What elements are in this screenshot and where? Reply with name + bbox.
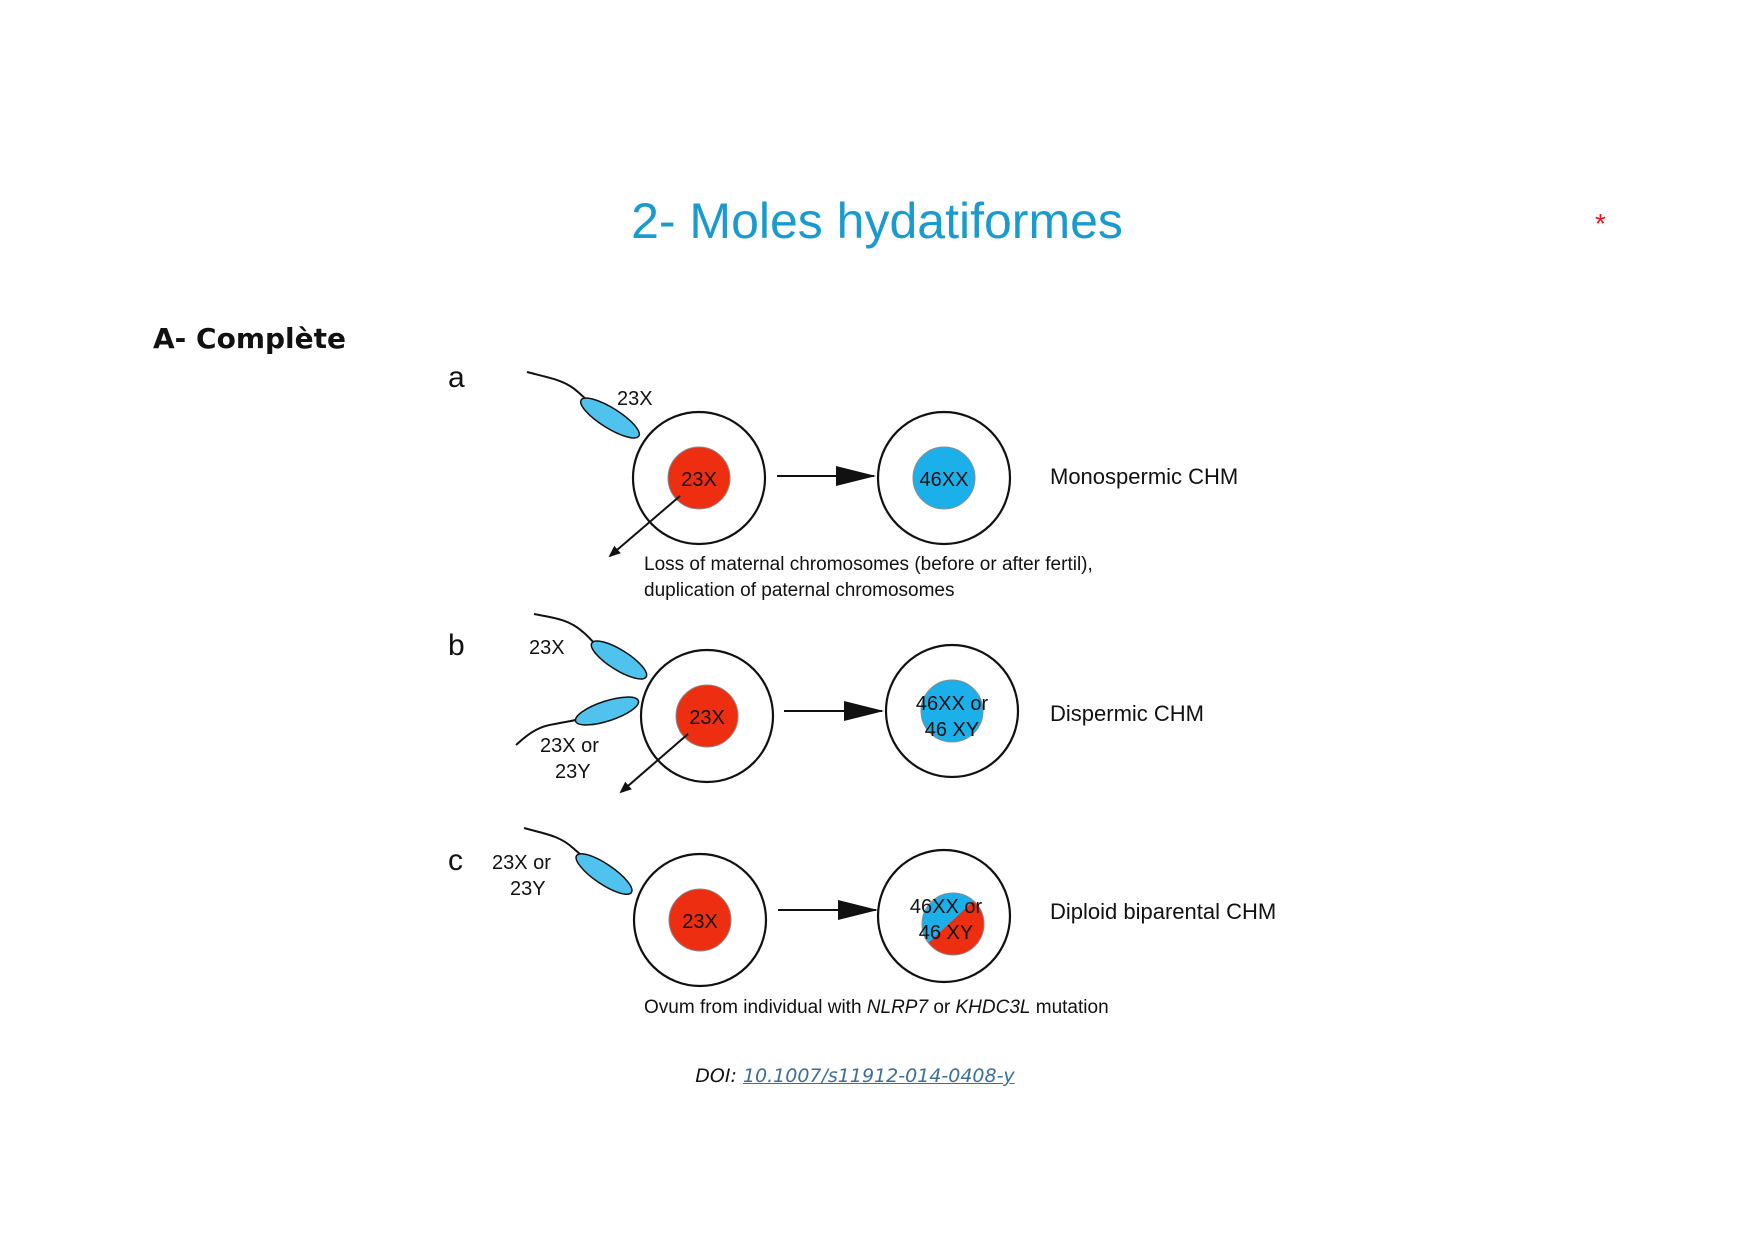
panel-b-sperm2-label-2: 23Y [555,761,591,783]
panel-c-note: Ovum from individual with NLRP7 or KHDC3… [644,997,1109,1018]
panel-a-ovum-label: 23X [681,469,717,491]
panel-a-zygote-label: 46XX [920,469,969,491]
panel-c-letter: c [448,844,463,877]
panel-c-note-part-1: Ovum from individual with [644,997,867,1018]
panel-b-type-label: Dispermic CHM [1050,701,1204,726]
doi-prefix: DOI: [695,1065,743,1087]
panel-c-zygote-label-1: 46XX or [910,896,983,918]
panel-c-note-gene-2: KHDC3L [956,997,1031,1018]
panel-b-zygote-label-1: 46XX or [916,693,989,715]
panel-c-ovum-nucleus [668,888,732,952]
panel-c-sperm-label-1: 23X or [492,852,551,874]
panel-b-zygote-label-2: 46 XY [925,719,979,741]
panel-a-loss-arrow [608,495,681,558]
panel-b-ovum-nucleus [675,684,739,748]
panel-b-letter: b [448,629,465,662]
panel-a-note-line-2: duplication of paternal chromosomes [644,580,955,601]
panel-b-sperm1-label: 23X [529,637,565,659]
panel-b-sperm1-head [590,640,648,680]
panel-c-zygote-nucleus [921,892,985,956]
panel-a-zygote-nucleus [912,446,976,510]
doi-link[interactable]: 10.1007/s11912-014-0408-y [742,1065,1015,1087]
panel-c-ovum-label: 23X [682,911,718,933]
panel-c: c 23X or 23Y 23X 46XX or 46 XY Diploid b… [448,827,1276,1018]
panel-a-type-label: Monospermic CHM [1050,464,1238,489]
panel-a-sperm-head [579,397,641,439]
panel-c-sperm-head [575,853,633,895]
panel-a-letter: a [448,361,465,394]
slide-title: 2- Moles hydatiformes [631,193,1123,249]
panel-c-note-gene-1: NLRP7 [867,997,930,1018]
panel-a-ovum-nucleus [667,446,731,510]
panel-c-zygote-label-2: 46 XY [919,922,973,944]
panel-b-sperm2-tail [515,718,581,746]
panel-a-note-line-1: Loss of maternal chromosomes (before or … [644,554,1093,575]
panel-b-sperm2-label-1: 23X or [540,735,599,757]
panel-c-note-part-3: mutation [1030,997,1108,1018]
panel-b-loss-arrow [619,733,689,794]
panel-c-type-label: Diploid biparental CHM [1050,899,1276,924]
panel-c-sperm-label-2: 23Y [510,878,546,900]
panel-b-ovum-label: 23X [689,707,725,729]
panel-a: a 23X 23X 46XX Monospermic CHM Loss of m… [448,361,1238,601]
panel-a-sperm-label: 23X [617,388,653,410]
panel-c-note-part-2: or [928,997,955,1018]
citation: DOI: 10.1007/s11912-014-0408-y [0,1065,1710,1087]
panel-b: b 23X 23X or 23Y 23X 46XX or 46 XY Dispe… [448,613,1204,794]
section-heading: A- Complète [153,322,347,355]
panel-b-sperm2-head [574,696,640,726]
asterisk-marker: * [1595,208,1606,239]
panel-b-zygote-nucleus [920,679,984,743]
